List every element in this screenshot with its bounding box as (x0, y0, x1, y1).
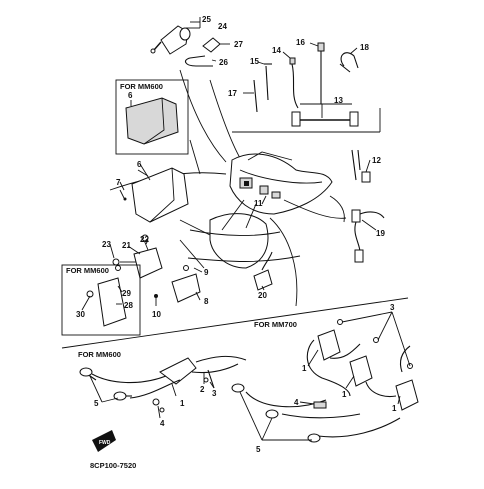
callout: 18 (360, 43, 369, 52)
rectifier-regulator (112, 234, 163, 279)
leader-lines (81, 159, 411, 441)
callout: 15 (250, 57, 259, 66)
mm700-ignition-coils (231, 319, 419, 443)
box-label-mm600-bottom: FOR MM600 (78, 350, 121, 359)
callout: 1 (342, 390, 347, 399)
cdi-unit (119, 167, 189, 223)
box-label-mm600-top: FOR MM600 (120, 82, 163, 91)
ignition-coil-8 (154, 265, 201, 303)
callout: 24 (218, 22, 227, 31)
callout: 23 (102, 240, 111, 249)
callout: 3 (390, 303, 395, 312)
front-direction-marker: FWD (92, 430, 116, 452)
section-divider (61, 297, 409, 349)
callout: 14 (272, 46, 281, 55)
mm600-top-group (115, 79, 189, 155)
chassis-assembly (179, 151, 347, 307)
callout: 11 (254, 199, 263, 208)
connector-19 (351, 209, 385, 263)
callout: 3 (212, 389, 217, 398)
callout: 26 (219, 58, 228, 67)
callout: 6 (128, 91, 133, 100)
main-switch-assembly (150, 17, 230, 67)
callout: 1 (180, 399, 185, 408)
callout: 17 (228, 89, 237, 98)
callout: 1 (302, 364, 307, 373)
box-label-mm700: FOR MM700 (254, 320, 297, 329)
callout: 22 (140, 235, 149, 244)
callout: 21 (122, 241, 131, 250)
callout: 16 (296, 38, 305, 47)
callout: 7 (116, 178, 121, 187)
callout: 8 (204, 297, 209, 306)
callout: 5 (256, 445, 261, 454)
callout: 10 (152, 310, 161, 319)
callout: 9 (204, 268, 209, 277)
callout: 1 (392, 404, 397, 413)
callout: 29 (122, 289, 131, 298)
callout: 4 (160, 419, 165, 428)
callout: 12 (372, 156, 381, 165)
lamp-12 (351, 149, 371, 183)
callout: 13 (334, 96, 343, 105)
callout: 27 (234, 40, 243, 49)
callout: 28 (124, 301, 133, 310)
sensor-20 (253, 251, 273, 291)
cable-and-clip-parts (243, 42, 359, 127)
mm600-left-group (61, 264, 141, 336)
drawing-code: 8CP100-7520 (90, 461, 136, 470)
callout: 25 (202, 15, 211, 24)
callout: 2 (200, 385, 205, 394)
callout: 20 (258, 291, 267, 300)
callout: 30 (76, 310, 85, 319)
callout-numbers: 25 24 27 26 16 18 14 15 17 13 6 6 7 12 1… (76, 15, 397, 454)
callout: 4 (294, 398, 299, 407)
callout: 6 (137, 160, 142, 169)
box-label-mm600-left: FOR MM600 (66, 266, 109, 275)
callout: 5 (94, 399, 99, 408)
front-marker-text: FWD (99, 440, 111, 446)
callout: 19 (376, 229, 385, 238)
mm600-ignition-coil (79, 355, 247, 413)
